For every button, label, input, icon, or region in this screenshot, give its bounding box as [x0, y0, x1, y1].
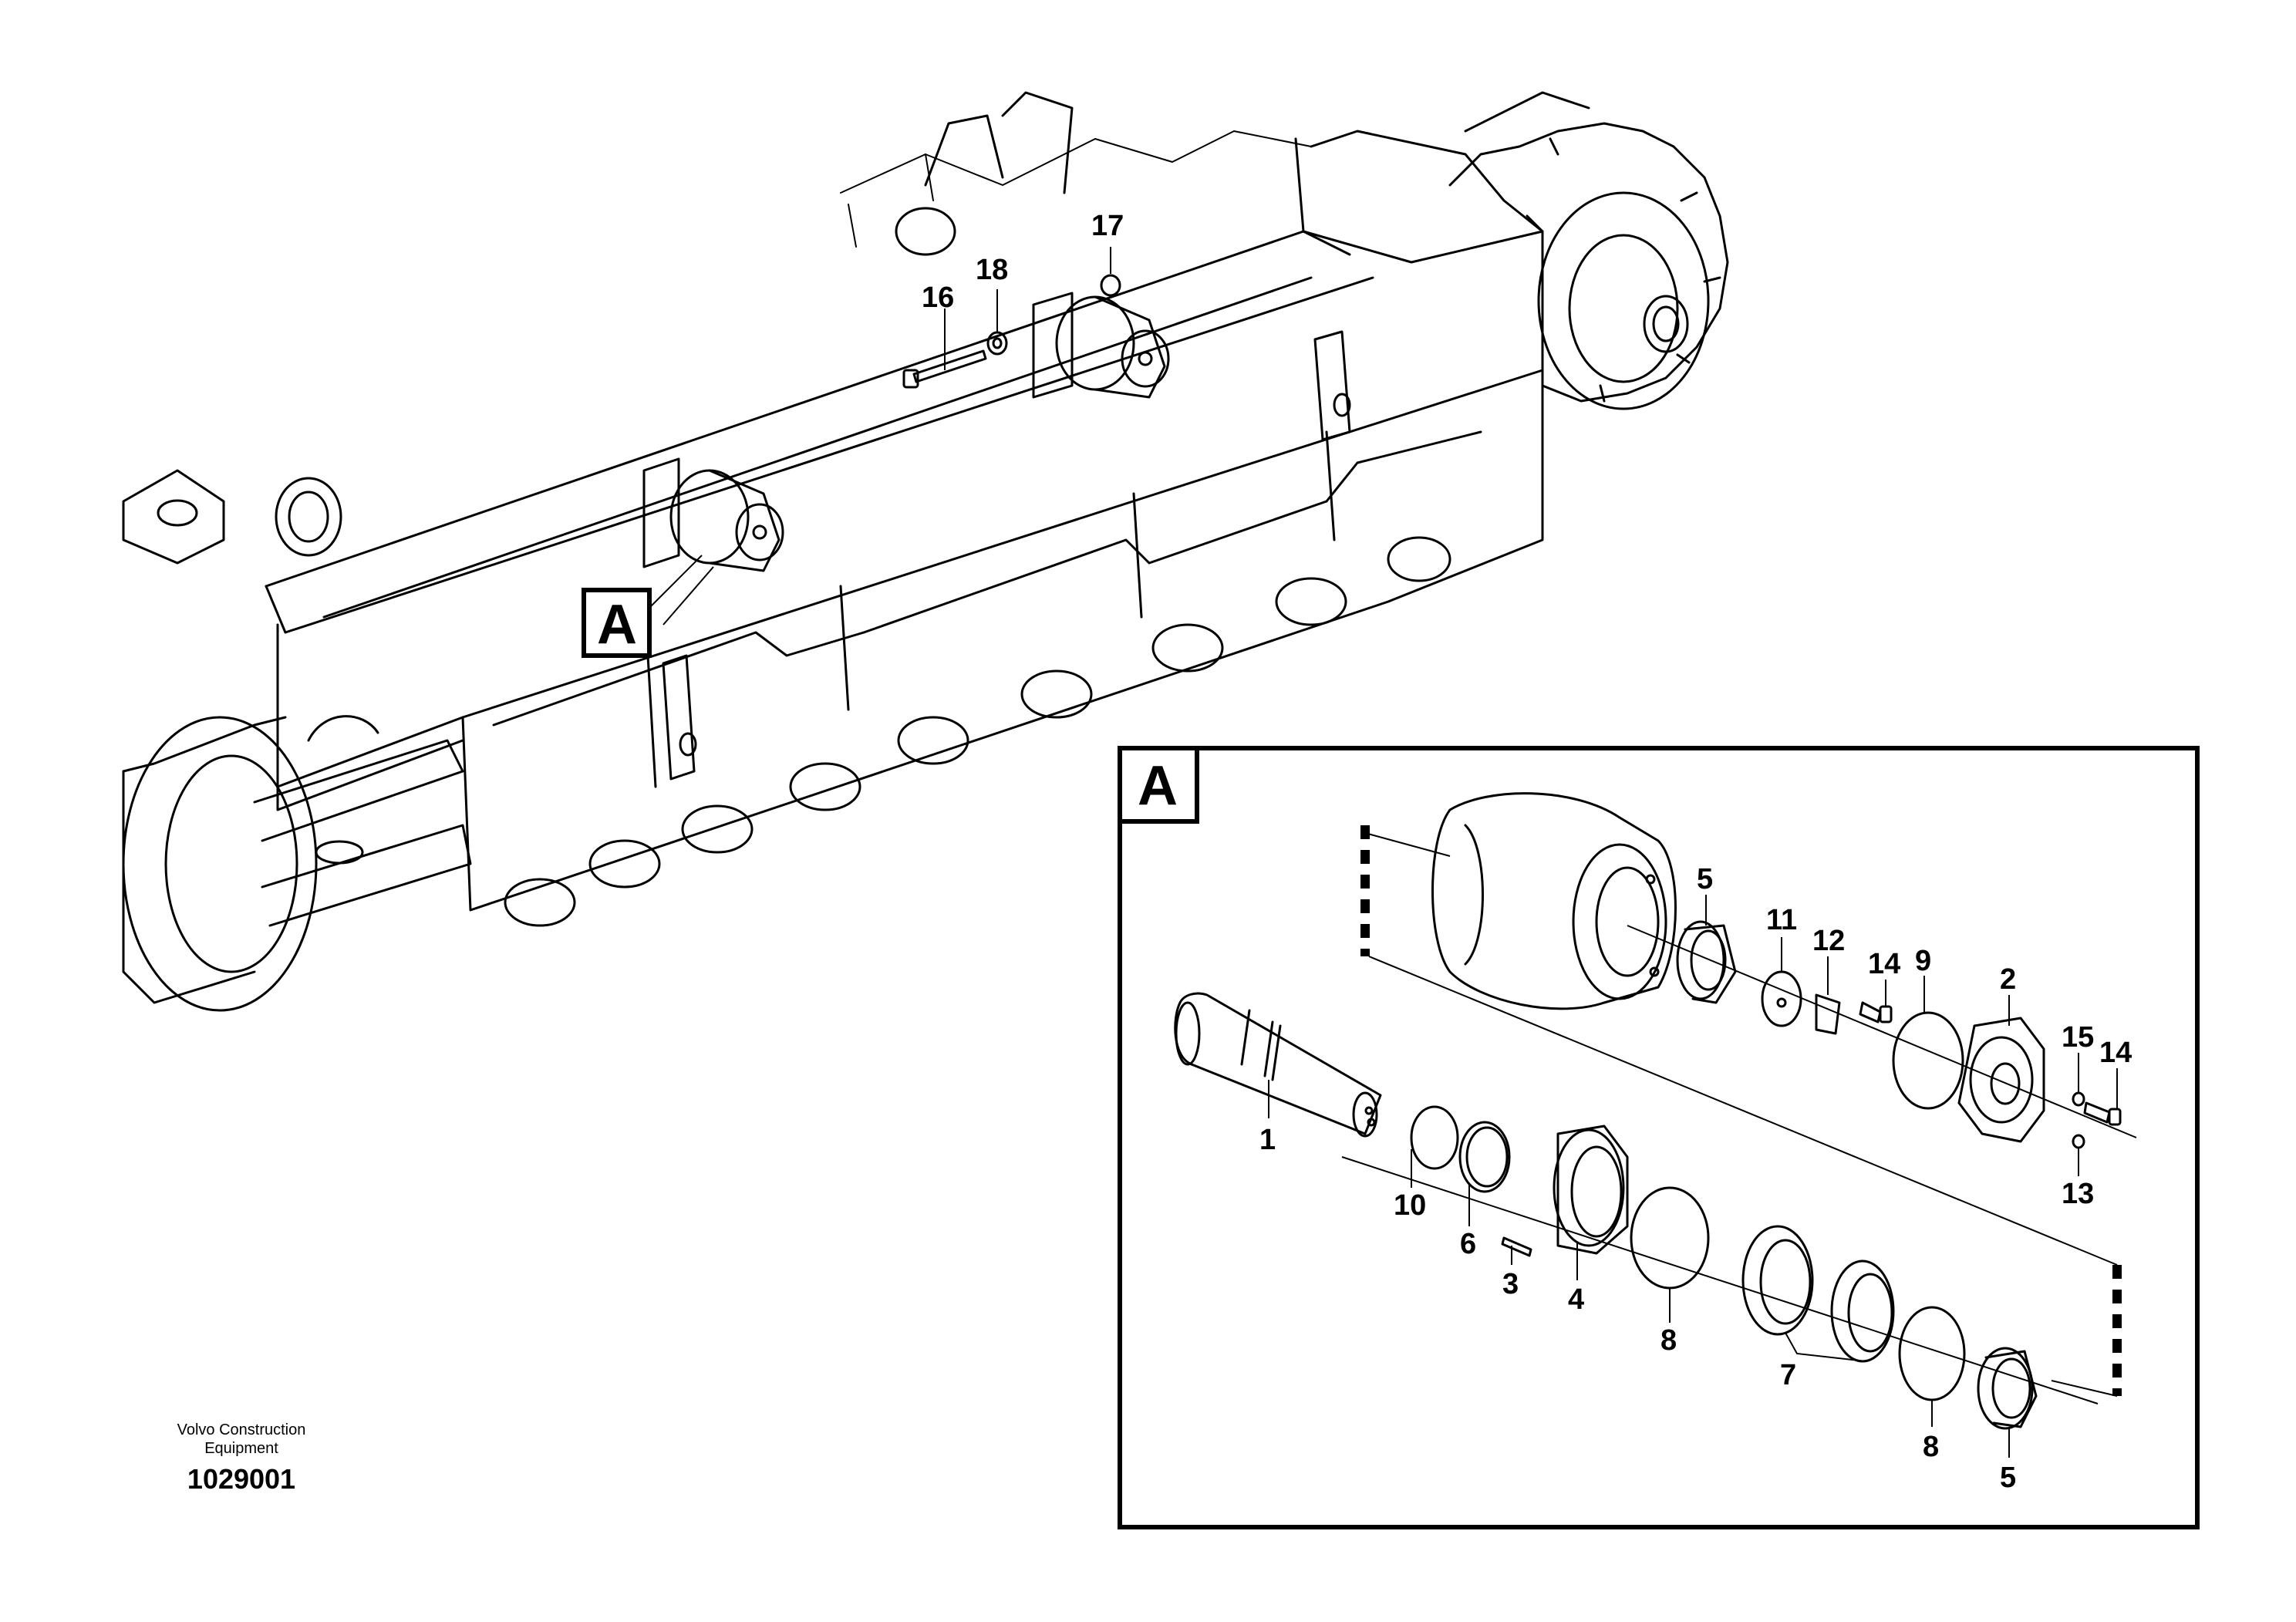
- brand-line-1: Volvo Construction: [177, 1421, 306, 1438]
- part-5-seal-lower: [1977, 1347, 2038, 1430]
- part-4-housing: [1553, 1125, 1629, 1255]
- detail-reference-a: A: [582, 588, 652, 658]
- drawing-number: 1029001: [187, 1463, 295, 1495]
- callout-14-lower: 14: [2099, 1037, 2132, 1069]
- callout-2: 2: [2000, 963, 2016, 996]
- carrier-roller-rear: [1055, 295, 1170, 399]
- callout-18: 18: [976, 254, 1008, 286]
- roller-body: [1431, 792, 1677, 1010]
- part-12-lockplate: [1815, 993, 1841, 1035]
- callout-5-upper: 5: [1697, 863, 1713, 895]
- washer-18: [986, 331, 1008, 356]
- detail-a-box: A: [1118, 746, 2200, 1529]
- bolt-16: [902, 349, 987, 389]
- axis-upper: [1627, 925, 2137, 1138]
- callout-3: 3: [1502, 1268, 1519, 1300]
- part-14-bolt-lower: [2083, 1101, 2122, 1126]
- part-5-seal-upper: [1676, 920, 1737, 1004]
- callout-12: 12: [1812, 925, 1845, 957]
- detail-reference-a-letter: A: [597, 594, 637, 656]
- callout-7: 7: [1780, 1359, 1796, 1391]
- part-1-shaft: [1174, 992, 1382, 1138]
- detail-a-box-letter: A: [1138, 755, 1178, 817]
- callout-6: 6: [1460, 1228, 1476, 1260]
- callout-leaders-main: [647, 247, 1111, 626]
- part-3-pin: [1501, 1236, 1532, 1257]
- drive-sprocket: [1448, 91, 1729, 410]
- front-idler: [122, 715, 472, 1012]
- track-rollers: [504, 536, 1451, 927]
- callout-17: 17: [1091, 210, 1124, 242]
- callout-15: 15: [2062, 1021, 2094, 1054]
- callout-1: 1: [1259, 1124, 1276, 1156]
- brand-line-2: Equipment: [204, 1440, 278, 1457]
- track-frame-illustration: [122, 91, 1729, 1012]
- axis-lower: [1341, 1156, 2099, 1404]
- callout-5-lower: 5: [2000, 1462, 2016, 1494]
- callout-8-upper: 8: [1660, 1324, 1677, 1357]
- nut-17: [1100, 274, 1121, 297]
- callout-10: 10: [1394, 1189, 1426, 1222]
- callout-leaders-detail: [1268, 895, 2118, 1458]
- part-9-oring: [1892, 1011, 1964, 1110]
- part-7-seal-group: [1741, 1225, 1895, 1363]
- callout-8-lower: 8: [1923, 1431, 1939, 1463]
- callout-11: 11: [1766, 904, 1797, 936]
- part-10-oring: [1410, 1105, 1459, 1170]
- callout-9: 9: [1915, 945, 1931, 977]
- callout-13: 13: [2062, 1178, 2094, 1210]
- carrier-roller-front: [669, 469, 784, 572]
- part-6-ring: [1458, 1121, 1511, 1193]
- callout-14-upper: 14: [1868, 948, 1900, 980]
- callout-4: 4: [1568, 1283, 1584, 1316]
- callout-16: 16: [922, 282, 954, 314]
- part-2-collar: [1957, 1017, 2045, 1143]
